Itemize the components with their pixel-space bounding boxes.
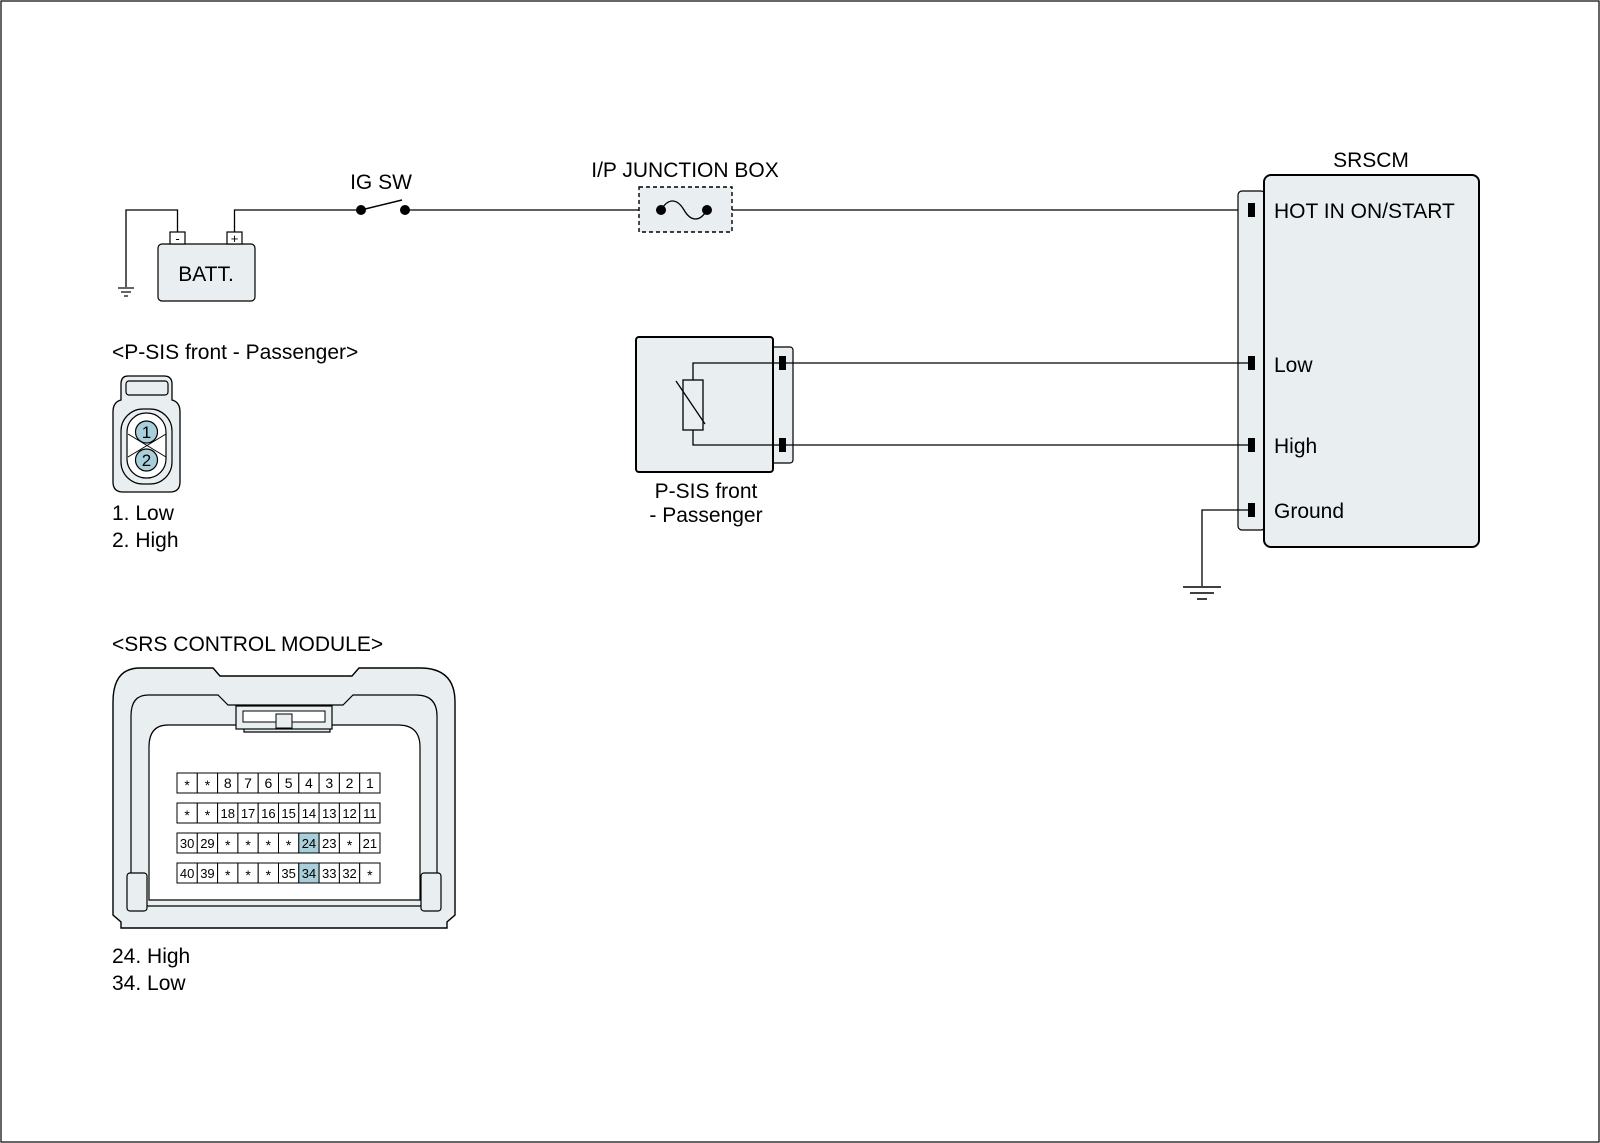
srs-pin-label: 39: [200, 866, 214, 881]
srs-pin-label: *: [347, 837, 353, 853]
psis-connector-face: 1 2: [112, 375, 181, 493]
psis-pin-low: [779, 356, 786, 370]
junction-box-label: I/P JUNCTION BOX: [591, 159, 778, 182]
srs-pin-label: 8: [224, 775, 232, 791]
battery-negative-sign: -: [175, 231, 179, 246]
srs-pin-label: *: [245, 837, 251, 853]
battery-ground-wire: [125, 209, 179, 287]
srscm-pin-label-low: Low: [1274, 354, 1313, 377]
srs-pin-label: 4: [305, 775, 313, 791]
srs-pin-label: 21: [363, 836, 377, 851]
srs-pin-label: *: [245, 867, 251, 883]
srs-pin-label: 11: [363, 806, 377, 821]
srs-connector-left-clip: [126, 872, 148, 912]
srs-pin-label: 13: [322, 806, 336, 821]
psis-connector-title: <P-SIS front - Passenger>: [112, 341, 358, 364]
srs-pin-label: 12: [342, 806, 356, 821]
psis-resistor-arrow: [675, 380, 706, 425]
srs-pin-cell: [359, 772, 381, 794]
srs-pin-label: *: [286, 837, 292, 853]
battery-body: [157, 243, 256, 302]
srs-pin-label: 16: [261, 806, 275, 821]
srs-pin-label: 32: [342, 866, 356, 881]
srs-pin-cell: [359, 862, 381, 884]
srs-legend-1: 24. High: [112, 945, 190, 968]
fuse-icon: [660, 200, 708, 220]
srscm-body: [1263, 174, 1480, 548]
srs-pin-label: *: [225, 837, 231, 853]
srs-pin-label: *: [266, 837, 272, 853]
srs-pin-label: *: [184, 807, 190, 823]
srscm-label: SRSCM: [1333, 149, 1409, 172]
psis-legend-1: 1. Low: [112, 502, 175, 525]
srs-pin-label: *: [205, 807, 211, 823]
srscm-pin-hot: [1248, 203, 1255, 217]
srs-pin-label: 29: [200, 836, 214, 851]
srs-pin-label: *: [225, 867, 231, 883]
psis-pin-2: [134, 448, 159, 472]
srscm-pin-label-hot: HOT IN ON/START: [1274, 200, 1455, 223]
psis-connector-latch: [125, 380, 169, 396]
srs-pin-cell: [359, 832, 381, 854]
srs-pin-label: 35: [281, 866, 295, 881]
srscm-pin-ground: [1248, 503, 1255, 517]
srscm-pin-label-high: High: [1274, 435, 1317, 458]
junction-box: I/P JUNCTION BOX: [591, 159, 779, 233]
psis-label-line2: - Passenger: [649, 504, 762, 527]
psis-pin-1: [134, 420, 159, 444]
srs-pin-label: *: [184, 777, 190, 793]
srs-connector-title: <SRS CONTROL MODULE>: [112, 633, 383, 656]
psis-label-line1: P-SIS front: [655, 480, 758, 503]
srs-pin-label: 6: [264, 775, 272, 791]
battery: - + BATT.: [157, 231, 256, 302]
ig-switch: IG SW: [350, 171, 412, 215]
srs-pin-label: 15: [281, 806, 295, 821]
srscm-pin-low: [1248, 356, 1255, 370]
srscm-ground-symbol: [1183, 586, 1221, 600]
psis-resistor: [682, 379, 704, 431]
battery-label: BATT.: [178, 263, 234, 286]
srs-pin-label: 2: [346, 775, 354, 791]
srs-pin-label: 5: [285, 775, 293, 791]
psis-pin-1-label: 1: [142, 423, 151, 442]
srscm-pin-label-ground: Ground: [1274, 500, 1344, 523]
battery-positive-wire: [233, 209, 361, 232]
srs-pin-label: *: [266, 867, 272, 883]
srs-pin-label: 33: [322, 866, 336, 881]
battery-ground-symbol: [118, 287, 134, 297]
junction-box-outline: [638, 186, 733, 233]
ig-switch-label: IG SW: [350, 171, 412, 194]
psis-body: [635, 336, 774, 473]
psis-sensor: P-SIS front - Passenger: [635, 336, 794, 527]
srs-pin-label: 3: [325, 775, 333, 791]
battery-positive-sign: +: [231, 231, 239, 246]
srs-pin-label: 23: [322, 836, 336, 851]
psis-pin-2-label: 2: [142, 451, 151, 470]
srs-pin-label: 1: [366, 775, 374, 791]
srs-pin-label: 34: [302, 866, 316, 881]
srs-pin-label: *: [367, 867, 373, 883]
srs-connector-right-clip: [420, 872, 442, 912]
srs-pin-label: 40: [180, 866, 194, 881]
srs-pin-label: 17: [241, 806, 255, 821]
srs-legend-2: 34. Low: [112, 972, 186, 995]
srs-pin-label: *: [205, 777, 211, 793]
srs-pin-label: 7: [244, 775, 252, 791]
psis-pin-high: [779, 438, 786, 452]
srscm-module: SRSCM HOT IN ON/START Low High Ground: [1237, 149, 1480, 548]
srs-pin-label: 24: [302, 836, 316, 851]
srs-pin-label: 18: [221, 806, 235, 821]
srs-pin-cell: [359, 802, 381, 824]
srscm-ground-wire: [1201, 509, 1248, 586]
srs-pin-label: 14: [302, 806, 316, 821]
srscm-pin-high: [1248, 438, 1255, 452]
psis-legend-2: 2. High: [112, 529, 179, 552]
srs-pin-label: 30: [180, 836, 194, 851]
